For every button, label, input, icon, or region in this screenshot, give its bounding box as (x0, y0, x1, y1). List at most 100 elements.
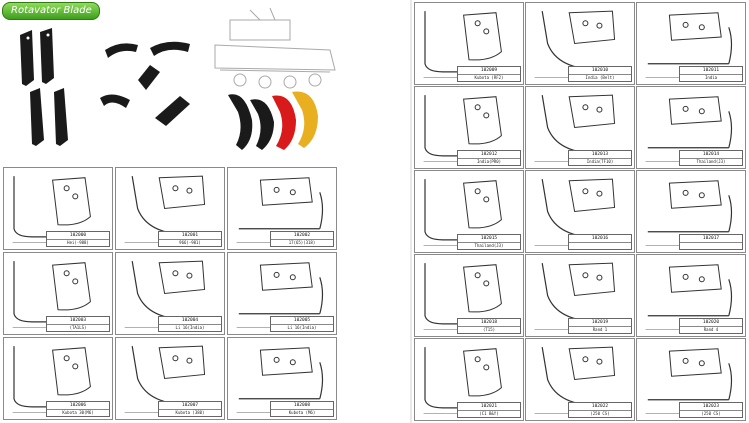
blade-drawing (12, 346, 91, 413)
part-label: 102007 Kubota (380) (158, 401, 222, 417)
part-code: 102010 (591, 68, 609, 73)
part-model: 17(65)(318) (271, 239, 333, 246)
drawing-cell-102009: 102009 Kubota (RF2) (414, 2, 524, 85)
drawing-cell-102006: 102006 Kubota 30(M6) (3, 337, 113, 420)
part-code: 102021 (480, 404, 498, 409)
part-model (680, 242, 742, 243)
part-code: 102020 (702, 320, 720, 325)
colored-blade-set (228, 91, 318, 150)
part-label: 102002 17(65)(318) (270, 231, 334, 247)
part-model: 966(-981) (159, 239, 221, 246)
part-code: 102001 (181, 233, 199, 238)
product-photo: Rotavator Blade (0, 0, 410, 160)
part-model: (TA1LS) (47, 324, 109, 331)
part-code: 102014 (702, 152, 720, 157)
part-label: 102018 (T15) (457, 318, 521, 334)
drawing-cell-102017: 102017 (636, 170, 746, 253)
blade-drawing (236, 177, 324, 243)
part-model: Li 16(India) (271, 324, 333, 331)
part-code: 102007 (181, 403, 199, 408)
drawing-cell-102001: 102001 966(-981) (115, 167, 225, 250)
part-label: 102022 (250 CS) (568, 402, 632, 418)
blade-drawing (645, 96, 733, 162)
part-label: 102000 Hei(-988) (46, 231, 110, 247)
drawing-cell-102002: 102002 17(65)(318) (227, 167, 337, 250)
part-label: 102005 Li 16(India) (270, 316, 334, 332)
part-model: Kubota (RF2) (458, 74, 520, 81)
part-label: 102014 Thailand(J3) (679, 150, 743, 166)
left-drawing-grid: 102000 Hei(-988) 102001 966(-981) 102002… (0, 165, 340, 423)
drawing-cell-102019: 102019 Rand 1 (525, 254, 635, 337)
drawing-cell-102008: 102008 Kubota (M6) (227, 337, 337, 420)
part-label: 102016 (568, 234, 632, 250)
part-label: 102020 Rand 4 (679, 318, 743, 334)
blade-drawing (645, 348, 733, 414)
part-code: 102013 (591, 152, 609, 157)
part-code: 102000 (69, 233, 87, 238)
part-label: 102006 Kubota 30(M6) (46, 401, 110, 417)
part-model: India (680, 74, 742, 81)
drawing-cell-102022: 102022 (250 CS) (525, 338, 635, 421)
part-model: Kubota 30(M6) (47, 409, 109, 416)
part-label: 102004 Li 16(India) (158, 316, 222, 332)
part-code: 102011 (702, 68, 720, 73)
drawing-cell-102012: 102012 India(PR0) (414, 86, 524, 169)
part-model: Rand 4 (680, 326, 742, 333)
drawing-cell-102015: 102015 Thailand(J3) (414, 170, 524, 253)
part-code: 102023 (702, 404, 720, 409)
drawing-cell-102013: 102013 India(TF10) (525, 86, 635, 169)
banner-title: Rotavator Blade (11, 5, 92, 16)
drawing-cell-102020: 102020 Rand 4 (636, 254, 746, 337)
part-model: Kubota (M6) (271, 409, 333, 416)
part-model: Kubota (380) (159, 409, 221, 416)
part-label: 102021 (C1 B&Y) (457, 402, 521, 418)
part-model: India (Belt) (569, 74, 631, 81)
drawing-cell-102000: 102000 Hei(-988) (3, 167, 113, 250)
title-banner: Rotavator Blade (2, 2, 100, 20)
part-label: 102013 India(TF10) (568, 150, 632, 166)
part-code: 102022 (591, 404, 609, 409)
part-label: 102010 India (Belt) (568, 66, 632, 82)
part-label: 102001 966(-981) (158, 231, 222, 247)
part-label: 102008 Kubota (M6) (270, 401, 334, 417)
part-model: Li 16(India) (159, 324, 221, 331)
part-model: Rand 1 (569, 326, 631, 333)
part-code: 102004 (181, 318, 199, 323)
blade-pair-top-left (20, 28, 54, 86)
drawing-cell-102018: 102018 (T15) (414, 254, 524, 337)
part-model: India(TF10) (569, 158, 631, 165)
part-label: 102015 Thailand(J3) (457, 234, 521, 250)
part-code: 102006 (69, 403, 87, 408)
blade-drawing (423, 263, 502, 330)
drawing-cell-102011: 102011 India (636, 2, 746, 85)
part-code: 102019 (591, 320, 609, 325)
part-code: 102003 (69, 318, 87, 323)
part-label: 102011 India (679, 66, 743, 82)
blade-drawing (12, 261, 91, 328)
part-label: 102023 (250 CS) (679, 402, 743, 418)
drawing-cell-102014: 102014 Thailand(J3) (636, 86, 746, 169)
drawing-cell-102010: 102010 India (Belt) (525, 2, 635, 85)
drawing-cell-102007: 102007 Kubota (380) (115, 337, 225, 420)
blade-photo-illustration (20, 7, 336, 150)
blade-pair-bottom-left (30, 88, 68, 146)
blade-drawing (423, 179, 502, 246)
part-code: 102018 (480, 320, 498, 325)
right-drawing-grid: 102009 Kubota (RF2) 102010 India (Belt) … (412, 0, 749, 423)
part-model: (250 CS) (680, 410, 742, 417)
part-code: 102016 (591, 236, 609, 241)
blade-scatter-middle (100, 41, 190, 126)
part-code: 102002 (293, 233, 311, 238)
drawing-cell-102021: 102021 (C1 B&Y) (414, 338, 524, 421)
part-label: 102003 (TA1LS) (46, 316, 110, 332)
blade-drawing (645, 264, 733, 330)
rotavator-machine-sketch (214, 7, 336, 89)
drawing-cell-102016: 102016 (525, 170, 635, 253)
drawing-cell-102005: 102005 Li 16(India) (227, 252, 337, 335)
blade-drawing (124, 345, 206, 413)
drawing-cell-102004: 102004 Li 16(India) (115, 252, 225, 335)
part-model: (250 CS) (569, 410, 631, 417)
part-code: 102015 (480, 236, 498, 241)
part-label: 102012 India(PR0) (457, 150, 521, 166)
part-label: 102009 Kubota (RF2) (457, 66, 521, 82)
